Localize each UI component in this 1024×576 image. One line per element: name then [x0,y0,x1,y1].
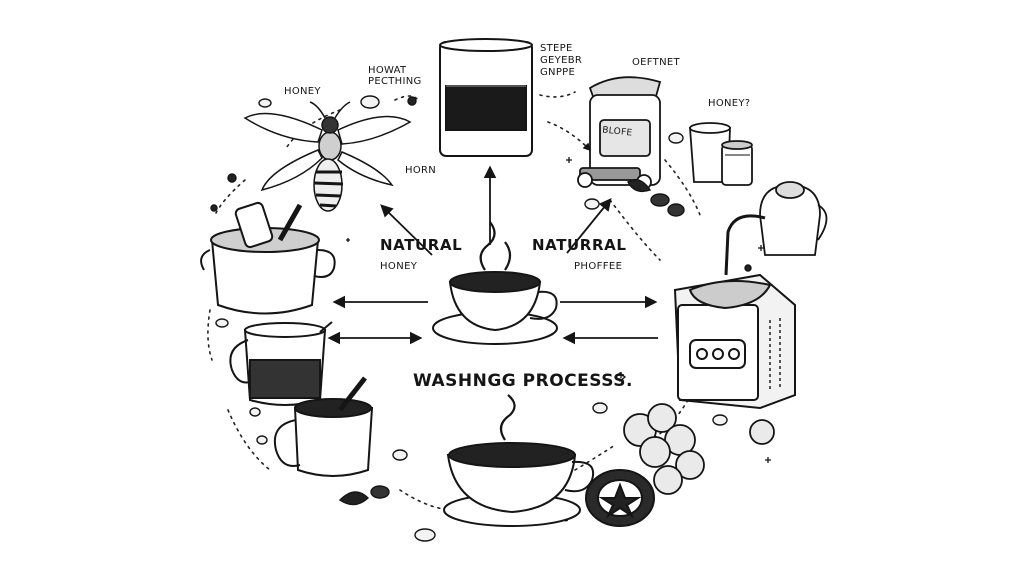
mug-icon [274,376,374,477]
glass-jar-icon [439,38,533,157]
label-washing-process: WASHNGG PROCESSS. [413,371,633,391]
scattered-beans [210,95,752,542]
label-natural-left: NATURAL [380,236,463,254]
center-coffee-cup-icon [432,221,558,345]
cooking-pot-icon [200,201,336,315]
coffee-cherries-icon [623,403,775,495]
grinder-machine-icon [673,273,796,410]
honey-jar-icon [689,122,753,186]
bee-icon [243,101,412,212]
label-phoffee: PHOFFEE [574,261,623,272]
label-honey-question: HONEY? [708,98,751,109]
label-honey-under-natural: HONEY [380,261,418,272]
kettle-icon [724,181,828,276]
label-oeftnet: OEFTNET [632,57,680,68]
label-pecthing: PECTHING [368,75,422,87]
sparkle-decorations [346,157,771,463]
label-stepe-geyebr-gnppe: STEPE GEYEBR GNPPE [540,43,582,79]
label-geyebr: GEYEBR [540,55,583,66]
label-stepe: STEPE [540,43,573,54]
label-honey-left: HONEY [284,86,321,97]
label-gnppe: GNPPE [540,67,576,78]
label-natural-right: NATURRAL [532,236,627,254]
dried-fruit-slice-icon [585,469,655,527]
pitcher-icon [229,321,333,406]
label-horn: HORN [405,165,437,176]
label-howat-pecthing: HOWAT PECTHING [368,65,422,87]
arrow-up-left [380,204,433,256]
espresso-machine-icon [577,76,662,190]
bottom-coffee-cup-icon [443,394,594,527]
arrow-up-right [566,198,612,254]
flow-arrows [327,165,658,345]
label-howat: HOWAT [368,65,407,76]
